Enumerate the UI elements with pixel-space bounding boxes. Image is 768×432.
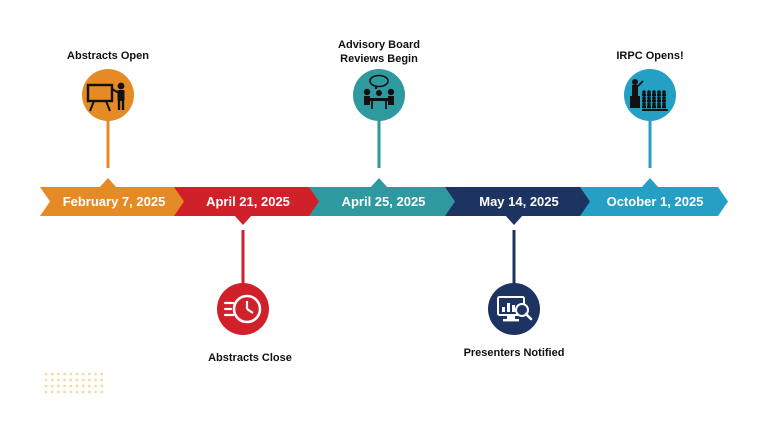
event-label: Advisory Board — [338, 39, 420, 51]
decor-dot — [88, 378, 91, 382]
segment-date: April 25, 2025 — [342, 194, 426, 209]
segment-arrow — [445, 187, 591, 216]
decor-dot — [81, 384, 85, 388]
decor-dot — [44, 384, 48, 388]
timeline-event: Presenters Notified — [464, 283, 565, 359]
decor-dot — [50, 378, 54, 382]
decor-dot — [63, 378, 66, 382]
timeline-event: Abstracts Close — [208, 283, 292, 364]
segment-arrow — [309, 187, 456, 216]
meeting-discussion-icon — [353, 69, 405, 121]
decor-dot — [44, 378, 48, 382]
timeline-event: IRPC Opens! — [616, 50, 684, 121]
connector-pointer — [641, 178, 659, 188]
decor-dot — [44, 372, 48, 376]
timeline-segment: April 25, 2025 — [309, 187, 456, 216]
decor-dot — [69, 372, 73, 376]
presentation-board-icon — [82, 69, 134, 121]
decor-dot — [75, 390, 79, 394]
clock-deadline-icon — [217, 283, 269, 335]
decor-dot — [63, 372, 66, 376]
decor-dot — [94, 378, 97, 382]
decor-dot — [88, 384, 91, 388]
decorative-dot-grid — [44, 372, 104, 394]
segment-arrow — [174, 187, 320, 216]
decor-dot — [75, 372, 79, 376]
event-label: Abstracts Open — [67, 50, 149, 62]
audience-speaker-icon — [624, 69, 676, 121]
segment-date: February 7, 2025 — [63, 194, 166, 209]
segment-arrow — [40, 187, 186, 216]
connector-pointer — [370, 178, 388, 188]
decor-dot — [57, 372, 60, 376]
timeline-segment: April 21, 2025 — [174, 187, 320, 216]
decor-dot — [50, 384, 54, 388]
decor-dot — [50, 390, 54, 394]
event-label: Abstracts Close — [208, 352, 292, 364]
decor-dot — [63, 384, 66, 388]
timeline-event: Abstracts Open — [67, 50, 149, 121]
decor-dot — [81, 390, 85, 394]
timeline-segment: October 1, 2025 — [580, 187, 728, 216]
decor-dot — [63, 390, 66, 394]
decor-dot — [69, 390, 73, 394]
decor-dot — [81, 372, 85, 376]
connector-pointer — [505, 215, 523, 225]
segment-date: May 14, 2025 — [479, 194, 559, 209]
decor-dot — [94, 384, 97, 388]
decor-dot — [100, 390, 104, 394]
decor-dot — [94, 390, 97, 394]
timeline-segments: February 7, 2025 April 21, 2025 April 25, … — [40, 187, 728, 216]
timeline-segment: May 14, 2025 — [445, 187, 591, 216]
connector-pointer — [99, 178, 117, 188]
event-label: IRPC Opens! — [616, 50, 683, 62]
decor-dot — [57, 384, 60, 388]
decor-dot — [88, 390, 91, 394]
decor-dot — [69, 378, 73, 382]
decor-dot — [57, 378, 60, 382]
segment-date: October 1, 2025 — [607, 194, 704, 209]
decor-dot — [75, 384, 79, 388]
decor-dot — [88, 372, 91, 376]
segment-date: April 21, 2025 — [206, 194, 290, 209]
event-label: Presenters Notified — [464, 347, 565, 359]
decor-dot — [81, 378, 85, 382]
connector-pointer — [234, 215, 252, 225]
decor-dot — [94, 372, 97, 376]
decor-dot — [100, 378, 104, 382]
decor-dot — [100, 384, 104, 388]
decor-dot — [69, 384, 73, 388]
decor-dot — [44, 390, 48, 394]
timeline-segment: February 7, 2025 — [40, 187, 186, 216]
decor-dot — [100, 372, 104, 376]
decor-dot — [75, 378, 79, 382]
decor-dot — [57, 390, 60, 394]
event-label: Reviews Begin — [340, 53, 418, 65]
decor-dot — [50, 372, 54, 376]
segment-arrow — [580, 187, 728, 216]
monitor-analytics-icon — [488, 283, 540, 335]
